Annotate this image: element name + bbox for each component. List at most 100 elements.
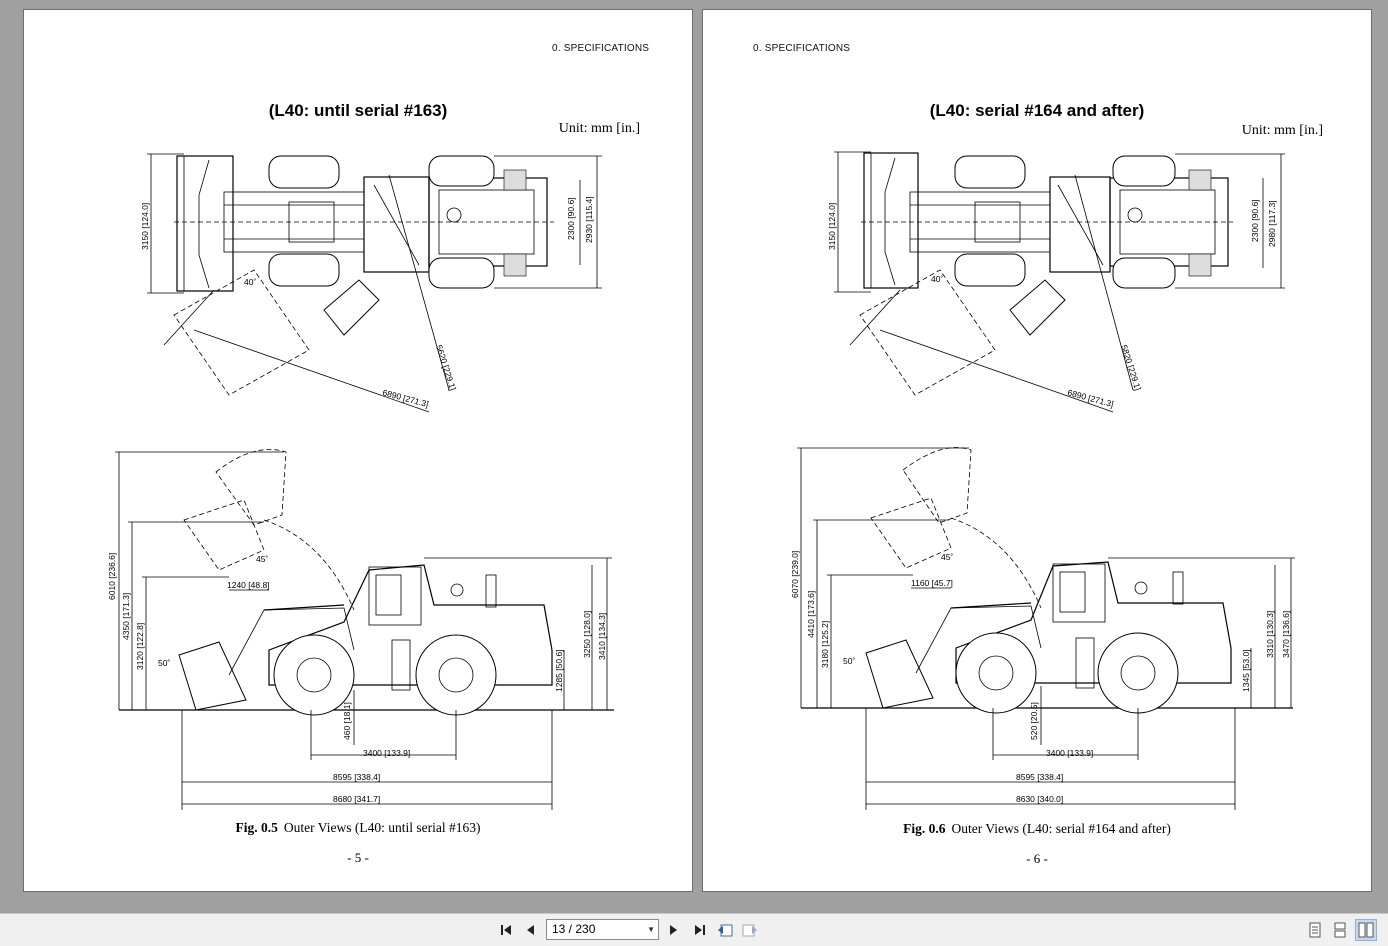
go-forward-icon bbox=[742, 924, 757, 937]
dim-width-tires: 2300 [90.6] bbox=[566, 197, 576, 240]
top-view: 3150 [124.0] 2300 [90.6] 2980 [117.3] 40… bbox=[827, 151, 1285, 413]
dim-height-dump: 3120 [122.8] bbox=[135, 623, 145, 670]
side-view: 6070 [239.0] 4410 [173.6] 3180 [125.2] 1… bbox=[790, 447, 1295, 810]
previous-page-icon bbox=[527, 925, 534, 935]
previous-page-button[interactable] bbox=[521, 920, 541, 940]
facing-pages-view-icon bbox=[1358, 922, 1374, 938]
document-page-left: 0. SPECIFICATIONS (L40: until serial #16… bbox=[23, 9, 693, 892]
figure-caption-text: Outer Views (L40: serial #164 and after) bbox=[951, 821, 1171, 836]
cab bbox=[368, 566, 422, 626]
front-tire-lower bbox=[954, 253, 1026, 287]
dim-height-cab: 3250 [128.0] bbox=[582, 611, 592, 658]
page-header: 0. SPECIFICATIONS bbox=[753, 43, 851, 54]
page-number: - 5 - bbox=[347, 850, 369, 865]
loader-drawing-right: 3150 [124.0] 2300 [90.6] 2980 [117.3] 40… bbox=[790, 151, 1295, 810]
dim-wheelbase: 3400 [133.9] bbox=[363, 748, 410, 758]
rear-tire-upper bbox=[428, 155, 495, 187]
dim-length-overall: 8680 [341.7] bbox=[333, 794, 380, 804]
front-tire-upper bbox=[954, 155, 1026, 189]
dim-rollback-angle: 50˚ bbox=[158, 658, 170, 668]
dim-dump-angle: 45˚ bbox=[256, 554, 268, 564]
next-page-icon bbox=[670, 925, 677, 935]
dim-dump-reach: 1160 [45.7] bbox=[911, 578, 953, 588]
loader-body bbox=[955, 561, 1232, 684]
dim-height-max: 6010 [236.6] bbox=[107, 553, 117, 600]
document-page-right: 0. SPECIFICATIONS (L40: serial #164 and … bbox=[702, 9, 1372, 892]
single-page-view-icon bbox=[1309, 922, 1321, 938]
go-back-button[interactable] bbox=[715, 920, 735, 940]
dim-rear-height: 1285 [50.6] bbox=[554, 649, 564, 692]
cab bbox=[1052, 563, 1106, 623]
dim-rear-height: 1345 [53.0] bbox=[1241, 649, 1251, 692]
dim-width-overall: 2930 [115.4] bbox=[584, 196, 594, 243]
bucket-side bbox=[865, 639, 934, 709]
next-page-button[interactable] bbox=[663, 920, 683, 940]
bucket-side bbox=[178, 641, 247, 711]
figure-title: (L40: until serial #163) bbox=[268, 101, 448, 120]
rear-tire-lower bbox=[428, 257, 495, 289]
loader-drawing-left: 3150 [124.0] 2300 [90.6] 2930 [115.4] 40… bbox=[107, 153, 614, 810]
front-wheel bbox=[955, 632, 1037, 714]
dim-width-tires: 2300 [90.6] bbox=[1250, 199, 1260, 242]
dim-width-overall: 2980 [117.3] bbox=[1267, 200, 1277, 247]
dim-dump-angle: 45˚ bbox=[941, 552, 953, 562]
dim-height-max: 6070 [239.0] bbox=[790, 551, 800, 598]
viewer-toolbar: 13 / 230 ▼ bbox=[0, 913, 1388, 946]
dim-height-stack: 3470 [136.6] bbox=[1281, 611, 1291, 658]
side-view: 6010 [236.6] 4350 [171.3] 3120 [122.8] 1… bbox=[107, 449, 614, 810]
bucket-top bbox=[176, 155, 234, 292]
dim-length-overall: 8630 [340.0] bbox=[1016, 794, 1063, 804]
rear-wheel bbox=[1097, 632, 1179, 714]
dim-turn-angle: 40˚ bbox=[244, 277, 256, 287]
figure-caption-text: Outer Views (L40: until serial #163) bbox=[283, 820, 481, 835]
page-number-select[interactable]: 13 / 230 ▼ bbox=[546, 919, 659, 940]
continuous-view-icon bbox=[1334, 922, 1346, 938]
top-view: 3150 [124.0] 2300 [90.6] 2930 [115.4] 40… bbox=[140, 153, 602, 413]
dim-ground-clearance: 460 [18.1] bbox=[342, 702, 352, 740]
dim-length-body: 8595 [338.4] bbox=[1016, 772, 1063, 782]
dim-length-body: 8595 [338.4] bbox=[333, 772, 380, 782]
page-indicator: 13 / 230 bbox=[552, 922, 596, 936]
dim-turn-radius-outer: 6890 [271.3] bbox=[381, 387, 429, 409]
page-header: 0. SPECIFICATIONS bbox=[552, 43, 650, 54]
dim-height-pin: 4350 [171.3] bbox=[121, 593, 131, 640]
unit-label: Unit: mm [in.] bbox=[558, 121, 640, 136]
dim-dump-reach: 1240 [48.8] bbox=[227, 580, 270, 590]
page-number: - 6 - bbox=[1026, 851, 1048, 866]
dim-height-pin: 4410 [173.6] bbox=[806, 591, 816, 638]
chevron-down-icon: ▼ bbox=[647, 925, 655, 934]
dim-height-stack: 3410 [134.3] bbox=[597, 613, 607, 660]
figure-title: (L40: serial #164 and after) bbox=[929, 101, 1145, 120]
rear-tire-lower bbox=[1112, 257, 1176, 289]
first-page-button[interactable] bbox=[497, 920, 517, 940]
dim-width-bucket: 3150 [124.0] bbox=[140, 203, 150, 250]
front-tire-upper bbox=[268, 155, 340, 189]
loader-body bbox=[268, 564, 553, 686]
last-page-icon bbox=[695, 925, 705, 935]
figure-caption: Fig. 0.5 Outer Views (L40: until serial #… bbox=[24, 820, 692, 836]
dim-height-dump: 3180 [125.2] bbox=[820, 621, 830, 668]
bucket-top bbox=[863, 152, 919, 289]
dim-wheelbase: 3400 [133.9] bbox=[1046, 748, 1093, 758]
exhaust-stack bbox=[1172, 571, 1184, 605]
continuous-view-button[interactable] bbox=[1329, 919, 1351, 941]
first-page-icon bbox=[501, 925, 511, 935]
dim-turn-angle: 40˚ bbox=[931, 274, 943, 284]
unit-label: Unit: mm [in.] bbox=[1241, 123, 1323, 138]
exhaust-stack bbox=[485, 574, 497, 608]
go-back-icon bbox=[718, 924, 733, 937]
dim-turn-radius-inner: 5620 [229.1] bbox=[434, 344, 458, 392]
go-forward-button[interactable] bbox=[740, 920, 760, 940]
facing-pages-view-button[interactable] bbox=[1355, 919, 1377, 941]
rear-wheel bbox=[415, 634, 497, 716]
dim-turn-radius-outer: 6890 [271.3] bbox=[1066, 387, 1114, 409]
single-page-view-button[interactable] bbox=[1304, 919, 1326, 941]
dim-width-bucket: 3150 [124.0] bbox=[827, 203, 837, 250]
rear-tire-upper bbox=[1112, 155, 1176, 187]
front-wheel bbox=[273, 634, 355, 716]
dim-ground-clearance: 520 [20.5] bbox=[1029, 702, 1039, 740]
last-page-button[interactable] bbox=[689, 920, 709, 940]
figure-label: Fig. 0.5 bbox=[235, 820, 278, 835]
front-tire-lower bbox=[268, 253, 340, 287]
